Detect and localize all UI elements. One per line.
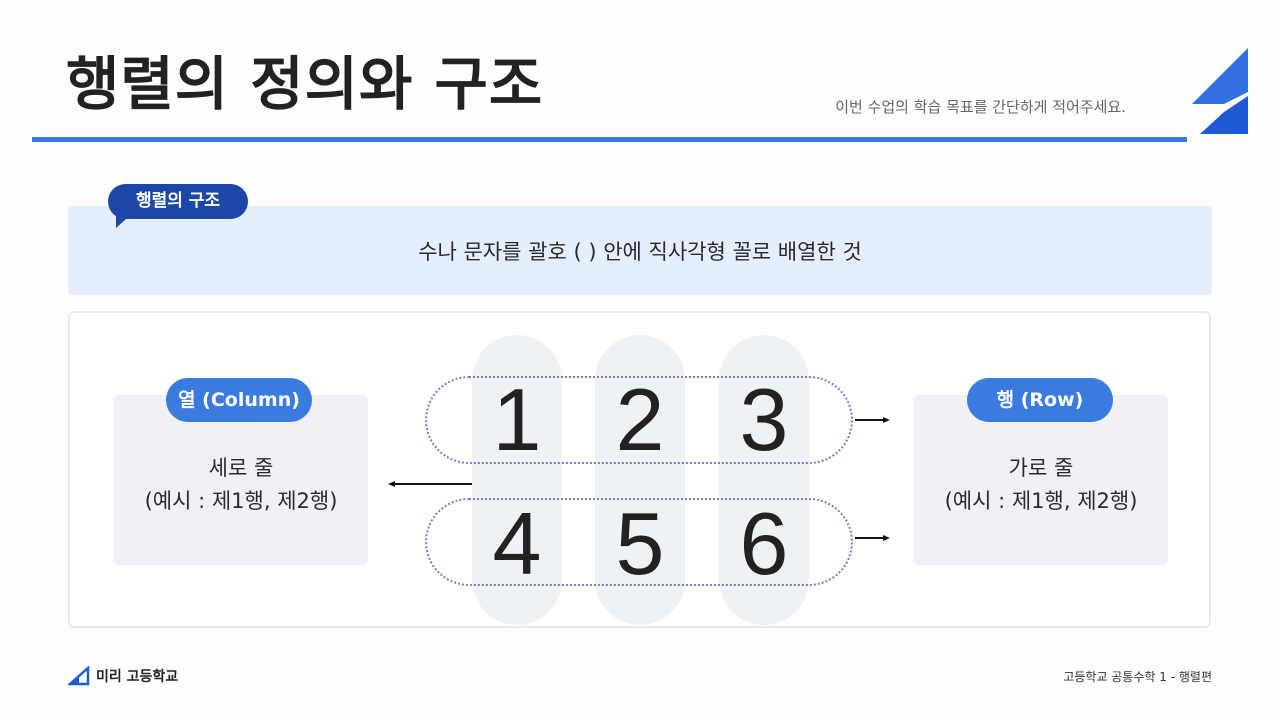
row-line2: (예시 : 제1행, 제2행) [944,489,1138,513]
column-card [114,395,368,565]
school-logo-icon [68,666,90,686]
row-pill: 행 (Row) [967,378,1113,422]
slide-subtitle: 이번 수업의 학습 목표를 간단하게 적어주세요. [835,98,1126,116]
column-highlight-1 [472,335,562,625]
matrix-entry: 4 [492,494,542,593]
column-arrow-head [388,481,395,487]
matrix-entry: 3 [739,370,789,469]
row-arrow-line-1 [855,419,883,421]
row-outline-2 [425,498,853,586]
column-description: 세로 줄 (예시 : 제1행, 제2행) [114,452,368,518]
matrix-entry: 1 [492,370,542,469]
column-arrow-line [394,483,472,485]
matrix-entry: 5 [615,494,665,593]
footer-logo-text: 미리 고등학교 [96,669,179,685]
column-pill: 열 (Column) [166,378,312,422]
definition-text: 수나 문자를 괄호 ( ) 안에 직사각형 꼴로 배열한 것 [418,240,862,264]
matrix-entry: 2 [615,370,665,469]
definition-box: 수나 문자를 괄호 ( ) 안에 직사각형 꼴로 배열한 것 [68,206,1212,295]
definition-badge: 행렬의 구조 [108,184,248,219]
slide-title: 행렬의 정의와 구조 [66,50,544,118]
header-divider [32,137,1187,142]
column-line2: (예시 : 제1행, 제2행) [144,489,338,513]
row-outline-1 [425,376,853,464]
row-card [914,395,1168,565]
column-highlight-3 [719,335,809,625]
footer-logo: 미리 고등학교 [68,666,178,686]
matrix-entry: 6 [739,494,789,593]
footer-course-label: 고등학교 공통수학 1 - 행렬편 [1063,670,1212,684]
row-line1: 가로 줄 [1008,456,1074,480]
row-arrow-head-1 [883,417,890,423]
column-line1: 세로 줄 [208,456,274,480]
column-highlight-2 [595,335,685,625]
corner-stripes-icon [1192,48,1248,134]
row-description: 가로 줄 (예시 : 제1행, 제2행) [914,452,1168,518]
row-arrow-line-2 [855,537,883,539]
row-arrow-head-2 [883,535,890,541]
